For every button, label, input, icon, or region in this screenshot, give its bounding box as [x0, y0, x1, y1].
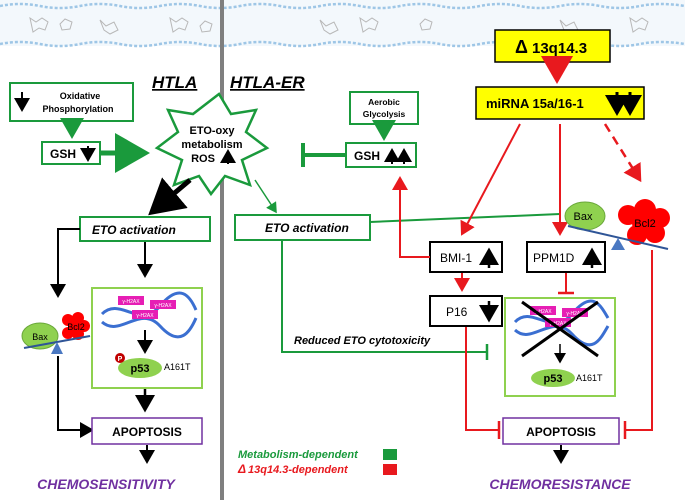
left-bax-bcl2-seesaw: Bax Bcl2	[21, 312, 91, 354]
left-h2ax-marker-2	[150, 300, 176, 309]
left-bcl2: Bcl2	[62, 312, 90, 340]
left-outcome-label: CHEMOSENSITIVITY	[37, 476, 176, 492]
right-panel-title: HTLA-ER	[230, 73, 305, 92]
left-panel-title: HTLA	[152, 73, 197, 92]
left-h2ax-marker-3	[132, 310, 158, 319]
left-p53-label: p53	[131, 363, 150, 375]
oxphos-label-line2: Phosphorylation	[42, 104, 113, 114]
arrow-eto-to-bax	[50, 228, 80, 298]
left-h2ax-marker-1	[118, 296, 144, 305]
inhibit-bcl2-to-apoptosis	[626, 250, 653, 431]
star-label-line1: ETO-oxy	[189, 125, 235, 137]
inhibit-p16-to-apoptosis	[465, 327, 498, 431]
right-bax-bcl2-seesaw: Bax Bcl2	[564, 199, 670, 250]
oxphos-label-line1: Oxidative	[60, 91, 101, 101]
right-gsh-box: GSH	[345, 142, 417, 168]
left-phospho-mark	[115, 353, 125, 363]
arrow-star-to-eto-activation	[148, 177, 192, 216]
glycolysis-box: Aerobic Glycolysis	[349, 91, 419, 125]
right-bcl2: Bcl2	[618, 199, 670, 245]
legend-delta-symbol: Δ	[237, 462, 246, 476]
line-eto-to-bax	[369, 213, 561, 223]
right-h2ax-marker-2	[562, 308, 588, 317]
membrane	[0, 0, 685, 48]
left-eto-activation-box: ETO activation	[79, 216, 211, 242]
right-a161t-label: A161T	[576, 373, 603, 383]
right-p53	[531, 369, 575, 387]
arrow-bax-to-apoptosis	[57, 356, 94, 438]
right-h2ax-label-3: γ-H2AX	[549, 321, 567, 327]
arrow-mirna-to-bmi1	[460, 123, 521, 236]
left-dna-damage-box: γ-H2AX γ-H2AX γ-H2AX p53 P A161T	[91, 287, 203, 389]
right-eto-activation-label: ETO activation	[265, 221, 349, 235]
bmi1-label: BMI-1	[440, 251, 472, 265]
deletion-13q-box: Δ 13q14.3	[494, 29, 611, 63]
right-bax-label: Bax	[574, 211, 593, 223]
ppm1d-label: PPM1D	[533, 251, 575, 265]
inhibit-reduced-eto-cytotoxicity	[281, 241, 486, 353]
eto-metabolism-star: ETO-oxy metabolism ROS	[154, 92, 270, 197]
mirna-box: miRNA 15a/16-1	[475, 86, 645, 120]
star-label-line3: ROS	[191, 153, 215, 165]
left-h2ax-label-3: γ-H2AX	[136, 313, 154, 319]
delta-symbol: Δ	[515, 37, 528, 57]
right-apoptosis-label: APOPTOSIS	[526, 425, 596, 439]
right-h2ax-marker-3	[545, 318, 571, 327]
right-h2ax-label-1: γ-H2AX	[534, 309, 552, 315]
p16-box: P16	[429, 295, 503, 327]
left-phospho-label: P	[118, 356, 123, 363]
left-bcl2-label: Bcl2	[67, 322, 85, 332]
right-dna-damage-box: γ-H2AX γ-H2AX γ-H2AX p53 A161T	[504, 297, 616, 397]
star-label-line2: metabolism	[181, 139, 242, 151]
p16-label: P16	[446, 305, 468, 319]
cross-out-2	[521, 300, 599, 358]
left-eto-activation-label: ETO activation	[92, 223, 176, 237]
legend-deletion-swatch	[383, 464, 397, 475]
left-apoptosis-box: APOPTOSIS	[91, 417, 203, 445]
left-gsh-label: GSH	[50, 147, 76, 161]
right-gsh-label: GSH	[354, 149, 380, 163]
left-bax-label: Bax	[32, 332, 48, 342]
right-p53-label: p53	[544, 373, 563, 385]
right-bcl2-label: Bcl2	[634, 218, 655, 230]
right-outcome-label: CHEMORESISTANCE	[489, 476, 631, 492]
left-h2ax-label-2: γ-H2AX	[154, 303, 172, 309]
right-eto-activation-box: ETO activation	[234, 214, 371, 241]
right-h2ax-marker-1	[530, 306, 556, 315]
ppm1d-box: PPM1D	[526, 241, 606, 273]
mirna-label: miRNA 15a/16-1	[486, 96, 584, 111]
legend-metabolism-swatch	[383, 449, 397, 460]
legend-deletion-label: 13q14.3-dependent	[248, 464, 349, 476]
left-a161t-label: A161T	[164, 362, 191, 372]
arrow-star-to-right-eto	[254, 179, 277, 214]
left-h2ax-label-1: γ-H2AX	[122, 299, 140, 305]
legend: Metabolism-dependent Δ 13q14.3-dependent	[237, 449, 397, 476]
reduced-eto-cytotoxicity-label: Reduced ETO cytotoxicity	[294, 335, 431, 347]
arrow-bmi1-to-gsh	[392, 176, 430, 258]
deletion-13q-label: 13q14.3	[532, 40, 587, 57]
left-p53	[118, 358, 162, 378]
left-gsh-box: GSH	[41, 141, 101, 165]
glycolysis-label-line1: Aerobic	[368, 97, 400, 107]
left-apoptosis-label: APOPTOSIS	[112, 425, 182, 439]
glycolysis-label-line2: Glycolysis	[363, 109, 406, 119]
oxphos-box: Oxidative Phosphorylation	[9, 82, 134, 122]
right-apoptosis-box: APOPTOSIS	[502, 417, 620, 445]
right-h2ax-label-2: γ-H2AX	[566, 311, 584, 317]
legend-metabolism-label: Metabolism-dependent	[238, 449, 359, 461]
bmi1-box: BMI-1	[429, 241, 503, 273]
arrow-mirna-to-bcl2-dashed	[603, 123, 642, 183]
